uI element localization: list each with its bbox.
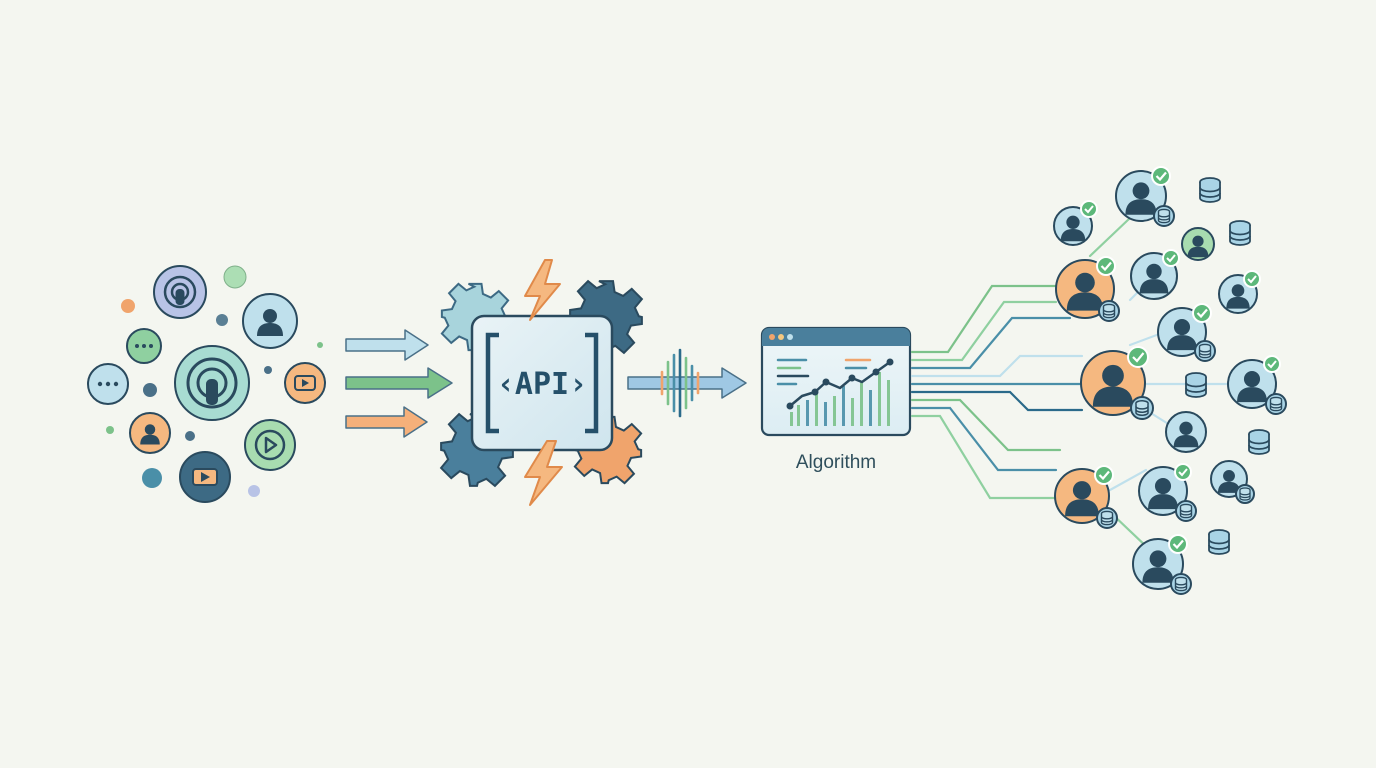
algorithm-label: Algorithm (795, 452, 877, 473)
database-icon (1235, 484, 1255, 504)
content-sources-cluster (87, 265, 326, 503)
database-icon (1208, 529, 1230, 555)
database-icon (1185, 372, 1207, 398)
left-bracket (485, 332, 499, 434)
user-profile-icon (1181, 227, 1215, 261)
database-icon (1098, 300, 1120, 322)
input-arrows (345, 329, 453, 438)
arrow-icon (345, 329, 429, 361)
api-label: ‹API› (497, 367, 587, 402)
user-profile-icon (1157, 307, 1207, 357)
database-icon (1199, 177, 1221, 203)
checkmark-icon (1263, 355, 1281, 373)
user-profile-icon (1132, 538, 1184, 590)
user-icon (129, 412, 171, 454)
checkmark-icon (1096, 256, 1116, 276)
waveform-icon (660, 348, 700, 418)
video-play-icon (284, 362, 326, 404)
checkmark-icon (1243, 270, 1261, 288)
checkmark-icon (1192, 303, 1212, 323)
checkmark-icon (1168, 534, 1188, 554)
line-chart-icon (786, 358, 894, 410)
audience-cluster (1053, 166, 1287, 595)
checkmark-icon (1151, 166, 1171, 186)
user-profile-icon (1053, 206, 1093, 246)
arrow-icon (345, 367, 453, 399)
database-icon (1229, 220, 1251, 246)
lightning-bolt-icon (524, 259, 561, 321)
database-icon (1248, 429, 1270, 455)
database-icon (1130, 396, 1154, 420)
user-icon (242, 293, 298, 349)
database-icon (1175, 500, 1197, 522)
arrow-icon (345, 406, 428, 438)
api-gateway: ‹API› (440, 259, 643, 506)
distribution-lines (910, 216, 1230, 552)
checkmark-icon (1080, 200, 1098, 218)
database-icon (1194, 340, 1216, 362)
checkmark-icon (1162, 249, 1180, 267)
podcast-icon (153, 265, 207, 319)
lightning-bolt-icon (524, 440, 563, 506)
right-bracket (585, 332, 599, 434)
podcast-icon (174, 345, 250, 421)
signal-arrow (627, 348, 747, 418)
video-play-icon (179, 451, 231, 503)
user-profile-icon (1227, 359, 1277, 409)
user-profile-icon (1054, 468, 1110, 524)
user-profile-icon (1138, 466, 1188, 516)
chat-icon (87, 363, 129, 405)
checkmark-icon (1174, 463, 1192, 481)
user-profile-icon (1115, 170, 1167, 222)
checkmark-icon (1127, 346, 1149, 368)
algorithm-panel (760, 326, 912, 437)
bar-chart-icon (790, 372, 890, 426)
user-profile-icon (1165, 411, 1207, 453)
chat-icon (126, 328, 162, 364)
checkmark-icon (1094, 465, 1114, 485)
database-icon (1096, 507, 1118, 529)
play-circle-icon (244, 419, 296, 471)
database-icon (1265, 393, 1287, 415)
user-profile-icon (1055, 259, 1115, 319)
database-icon (1153, 205, 1175, 227)
user-profile-icon (1080, 350, 1146, 416)
database-icon (1170, 573, 1192, 595)
